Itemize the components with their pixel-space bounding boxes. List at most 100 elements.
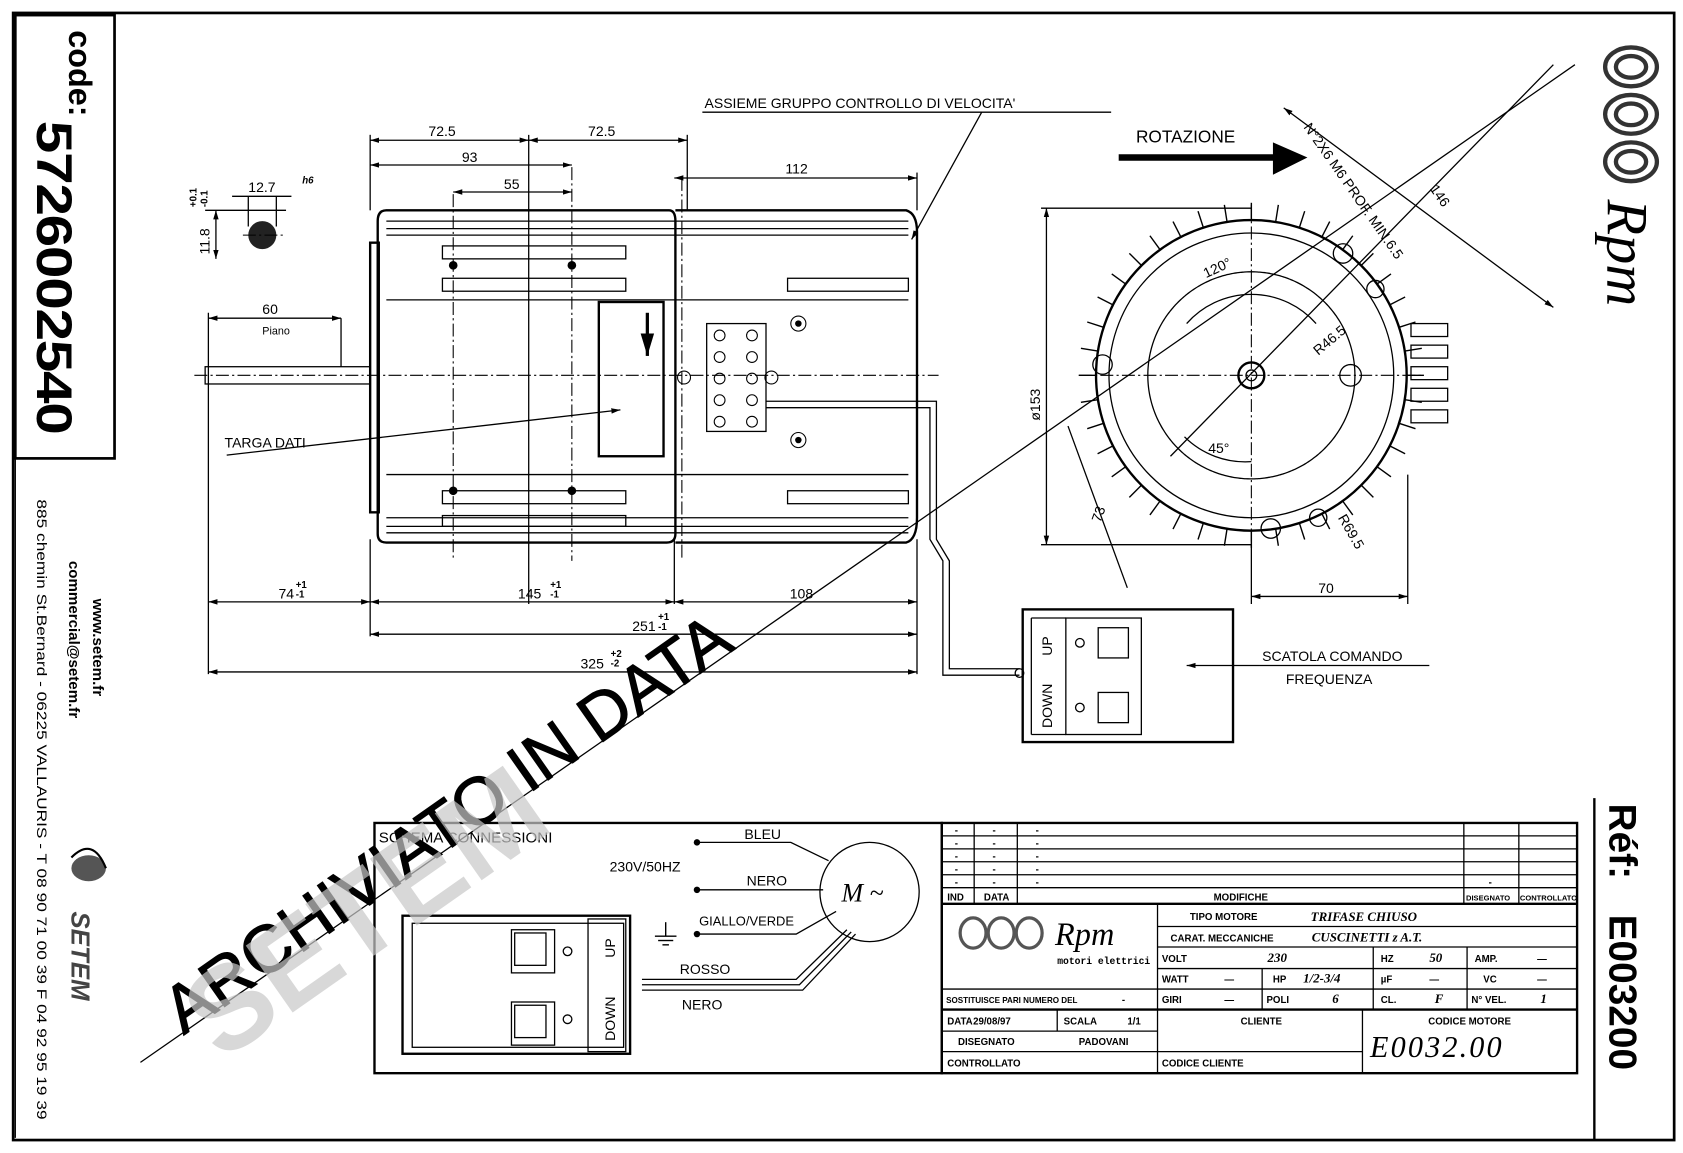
control-up-label: UP <box>1039 636 1055 655</box>
carat-value: CUSCINETTI z A.T. <box>1312 930 1422 945</box>
wire-nero-1: NERO <box>747 873 788 889</box>
website-link[interactable]: www.setem.fr <box>89 598 106 697</box>
diameter-dim: ø153 <box>1027 388 1043 420</box>
amp-value: — <box>1537 954 1547 965</box>
code-label: code: <box>62 30 98 116</box>
vc-value: — <box>1537 975 1547 986</box>
revision-mod: - <box>1036 878 1039 889</box>
cooling-fin <box>1223 528 1228 546</box>
cooling-fin <box>1398 321 1416 329</box>
wiring-schema: SCHEMA CONNESSIONI 230V/50HZ BLEU NERO G… <box>373 821 943 1075</box>
cl-value: F <box>1434 991 1444 1006</box>
address-text: 885 chemin St.Bernard - 06225 VALLAURIS … <box>34 499 50 1119</box>
reference-label: Réf: <box>1600 804 1643 879</box>
cooling-fin <box>1128 252 1143 267</box>
data-value: 29/08/97 <box>973 1017 1011 1028</box>
up-button[interactable] <box>1097 627 1130 659</box>
revision-ind: - <box>955 839 958 850</box>
revision-mod: - <box>1036 826 1039 837</box>
nameplate-label: TARGA DATI <box>225 435 306 451</box>
motor-symbol-text: M ~ <box>841 879 884 908</box>
control-down-label: DOWN <box>1039 684 1055 728</box>
email-link[interactable]: commercial@setem.fr <box>65 561 82 718</box>
schema-up-label: UP <box>602 938 618 957</box>
shaft-fit: h6 <box>302 175 314 186</box>
cooling-fin <box>1321 221 1331 238</box>
data-label: DATA <box>947 1017 972 1028</box>
cooling-fin <box>1080 398 1099 404</box>
cliente-label: CLIENTE <box>1241 1017 1283 1028</box>
poli-value: 6 <box>1332 991 1339 1006</box>
cooling-fin <box>1087 321 1104 329</box>
sostituisce-value: - <box>1122 995 1125 1006</box>
schema-title: SCHEMA CONNESSIONI <box>379 829 553 846</box>
motor-side-view <box>194 167 1020 676</box>
cooling-fin <box>1274 528 1280 546</box>
header-ind: IND <box>947 893 964 904</box>
sheet-border <box>11 11 1676 1142</box>
dim-251-tol-up: +1 <box>658 612 670 623</box>
tipo-motore-label: TIPO MOTORE <box>1190 912 1258 923</box>
motor-front-view: ø153 70 73 R46.5 R69.5 120° 45° N°2X6 M6… <box>1027 64 1554 605</box>
revision-ind: - <box>955 865 958 876</box>
cooling-fin <box>1342 500 1354 516</box>
watt-value: — <box>1224 975 1234 986</box>
dim-112: 112 <box>785 161 808 177</box>
dim-251: 251 <box>632 618 656 634</box>
cooling-fin <box>1298 211 1306 228</box>
dim-72-5-left: 72.5 <box>428 123 455 139</box>
brand-logo-text: Rpm <box>1594 199 1659 307</box>
watermark-stamp: SETEM <box>161 741 571 1084</box>
cooling-fin <box>1360 484 1374 498</box>
cooling-fin <box>1097 445 1114 455</box>
shaft-section: 12.7 h6 11.8 +0.1 -0.1 <box>189 175 314 259</box>
cl-label: CL. <box>1381 995 1397 1006</box>
cooling-fin <box>1404 347 1422 352</box>
cooling-fin <box>1111 273 1127 285</box>
dim-145-tol-down: -1 <box>550 590 559 601</box>
cooling-fin <box>1389 445 1406 455</box>
cooling-fin <box>1097 296 1114 306</box>
cooling-fin <box>1172 221 1182 238</box>
disegnato-value: PADOVANI <box>1079 1037 1129 1048</box>
revision-ind: - <box>955 852 958 863</box>
revision-data: - <box>993 826 996 837</box>
giri-value: — <box>1224 995 1234 1006</box>
control-box-label-1: SCATOLA COMANDO <box>1262 648 1403 664</box>
code-value: 5726002540 <box>26 121 82 434</box>
dim-74-tol-down: -1 <box>296 590 305 601</box>
dim-93: 93 <box>462 149 478 165</box>
cooling-fin <box>1172 513 1182 530</box>
control-box: UP DOWN SCATOLA COMANDO FREQUENZA <box>1014 608 1430 744</box>
uf-value: — <box>1429 975 1439 986</box>
rotation-arrow-icon <box>1272 142 1308 175</box>
hp-label: HP <box>1273 975 1287 986</box>
volt-label: VOLT <box>1162 954 1187 965</box>
assembly-label: ASSIEME GRUPPO CONTROLLO DI VELOCITA' <box>705 95 1016 111</box>
cooling-fin <box>1274 204 1280 223</box>
revision-ind: - <box>955 878 958 889</box>
motor-symbol <box>819 841 920 943</box>
bottom-dimensions: 74 +1 -1 145 +1 -1 108 251 +1 -1 325 +2 … <box>208 539 918 675</box>
dim-74-tol-up: +1 <box>296 580 308 591</box>
revision-mod: - <box>1036 852 1039 863</box>
cooling-fin <box>1197 211 1205 228</box>
dim-55: 55 <box>504 176 520 192</box>
dim-108: 108 <box>790 586 814 602</box>
sostituisce-label: SOSTITUISCE PARI NUMERO DEL <box>946 996 1077 1005</box>
hp-value: 1/2-3/4 <box>1303 971 1341 986</box>
wire-bleu: BLEU <box>744 826 781 842</box>
down-button[interactable] <box>1097 691 1130 724</box>
wire-giallo-verde: GIALLO/VERDE <box>699 913 794 928</box>
dim-60: 60 <box>262 301 278 317</box>
codice-cliente-label: CODICE CLIENTE <box>1162 1059 1244 1070</box>
revision-disegnato: - <box>1489 878 1492 889</box>
scala-label: SCALA <box>1064 1017 1097 1028</box>
shaft-width: 12.7 <box>248 179 275 195</box>
wire-nero-2: NERO <box>682 997 723 1013</box>
dim-70: 70 <box>1318 580 1334 596</box>
amp-label: AMP. <box>1475 954 1498 965</box>
title-logo-sub: motori elettrici <box>1057 956 1150 967</box>
controllato-label: CONTROLLATO <box>947 1059 1021 1070</box>
uf-label: µF <box>1381 975 1393 986</box>
